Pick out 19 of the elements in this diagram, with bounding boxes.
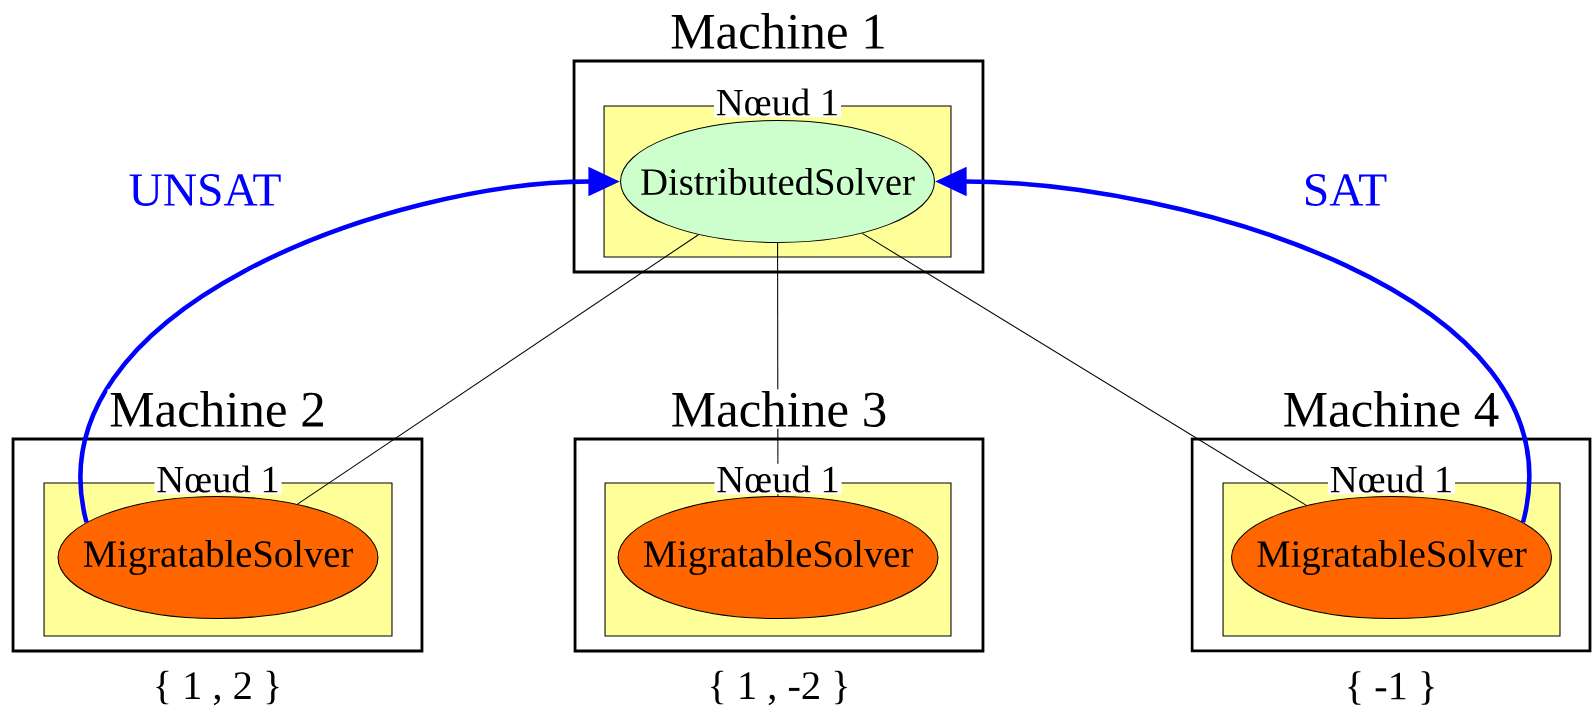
machine-title: Machine 4 xyxy=(1281,389,1501,429)
set-label: { 1 , -2 } xyxy=(705,669,853,707)
node-title: Nœud 1 xyxy=(714,86,841,118)
connector xyxy=(861,232,1307,506)
set-label: { -1 } xyxy=(1342,669,1440,707)
node-title: Nœud 1 xyxy=(154,463,282,495)
machine-box xyxy=(11,437,424,653)
set-label: { 1 , 2 } xyxy=(150,669,285,707)
connector xyxy=(297,234,699,505)
edge-label: UNSAT xyxy=(129,174,281,206)
edge-label: SAT xyxy=(1306,174,1387,206)
machine-title: Machine 2 xyxy=(107,389,328,429)
machine-title: Machine 3 xyxy=(669,389,889,429)
machine-title: Machine 1 xyxy=(668,11,889,51)
machine-box xyxy=(573,437,985,653)
node-title: Nœud 1 xyxy=(714,463,842,495)
node-title: Nœud 1 xyxy=(1328,463,1455,495)
machine-box xyxy=(1190,437,1592,653)
machine-box xyxy=(572,59,985,274)
